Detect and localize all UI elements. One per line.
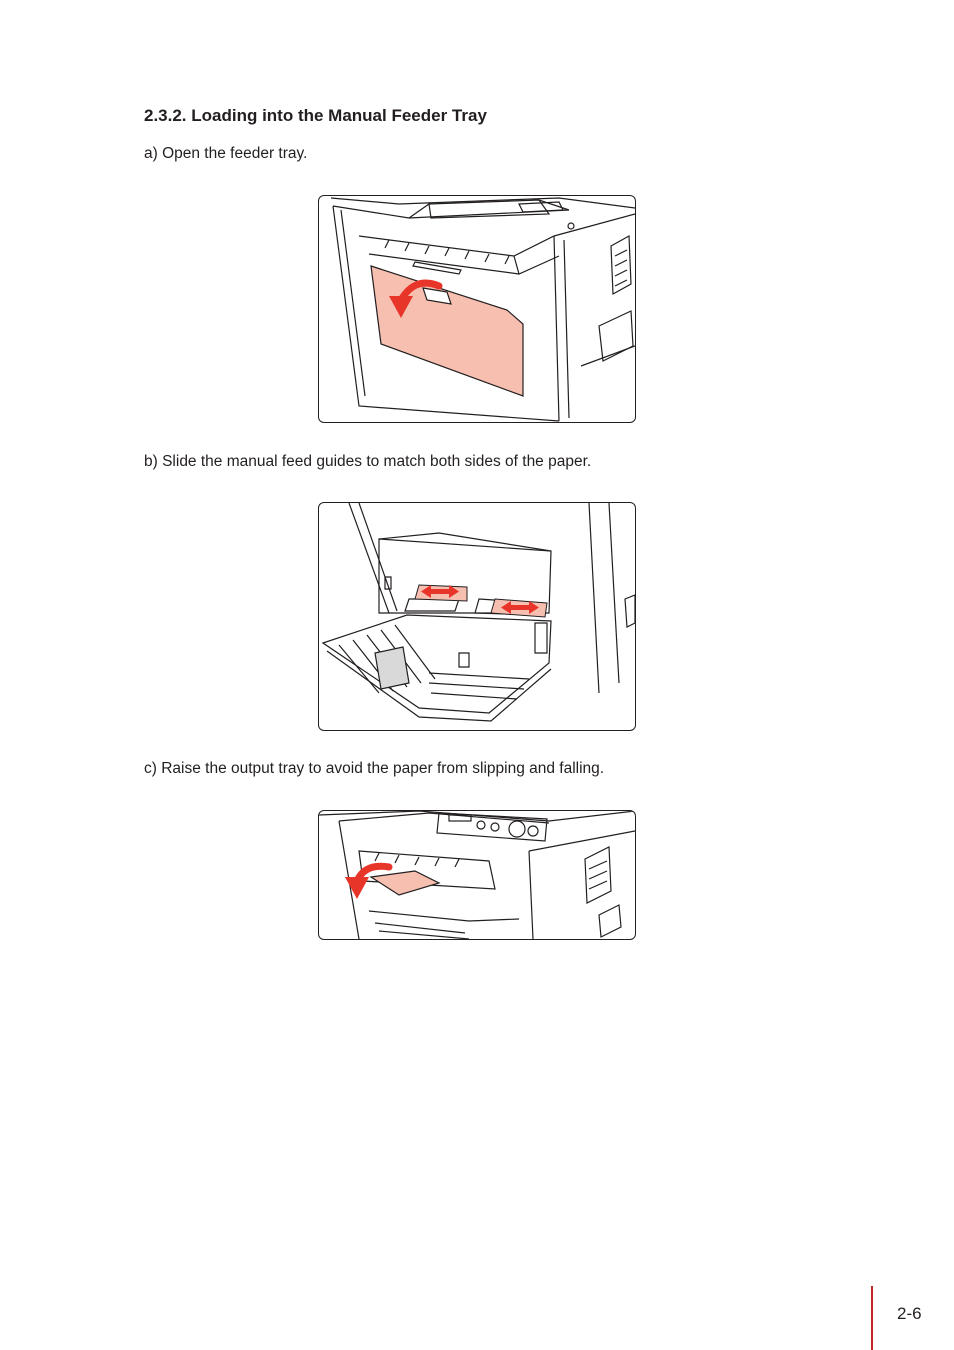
figure-open-feeder-tray xyxy=(318,195,636,423)
raise-direction-arrow-icon xyxy=(345,862,393,899)
step-c-text: c) Raise the output tray to avoid the pa… xyxy=(144,760,605,777)
page-number-rule xyxy=(871,1286,873,1350)
page-number: 2-6 xyxy=(897,1304,922,1323)
step-b-text: b) Slide the manual feed guides to match… xyxy=(144,453,592,470)
printer-raise-output-tray-illustration xyxy=(319,811,635,939)
right-guide-slide-arrow-icon xyxy=(501,601,539,614)
figure-slide-feed-guides xyxy=(318,502,636,731)
section-heading: 2.3.2. Loading into the Manual Feeder Tr… xyxy=(144,106,487,125)
left-guide-slide-arrow-icon xyxy=(421,585,459,598)
printer-open-feeder-tray-illustration xyxy=(330,197,635,422)
printer-slide-feed-guides-illustration xyxy=(321,503,635,722)
door-latch-tab xyxy=(422,287,452,305)
output-tray-flap xyxy=(369,870,441,896)
step-a-text: a) Open the feeder tray. xyxy=(144,145,308,162)
feeder-tray-door xyxy=(370,265,524,397)
open-direction-arrow-icon xyxy=(389,279,443,318)
figure-raise-output-tray xyxy=(318,810,636,940)
